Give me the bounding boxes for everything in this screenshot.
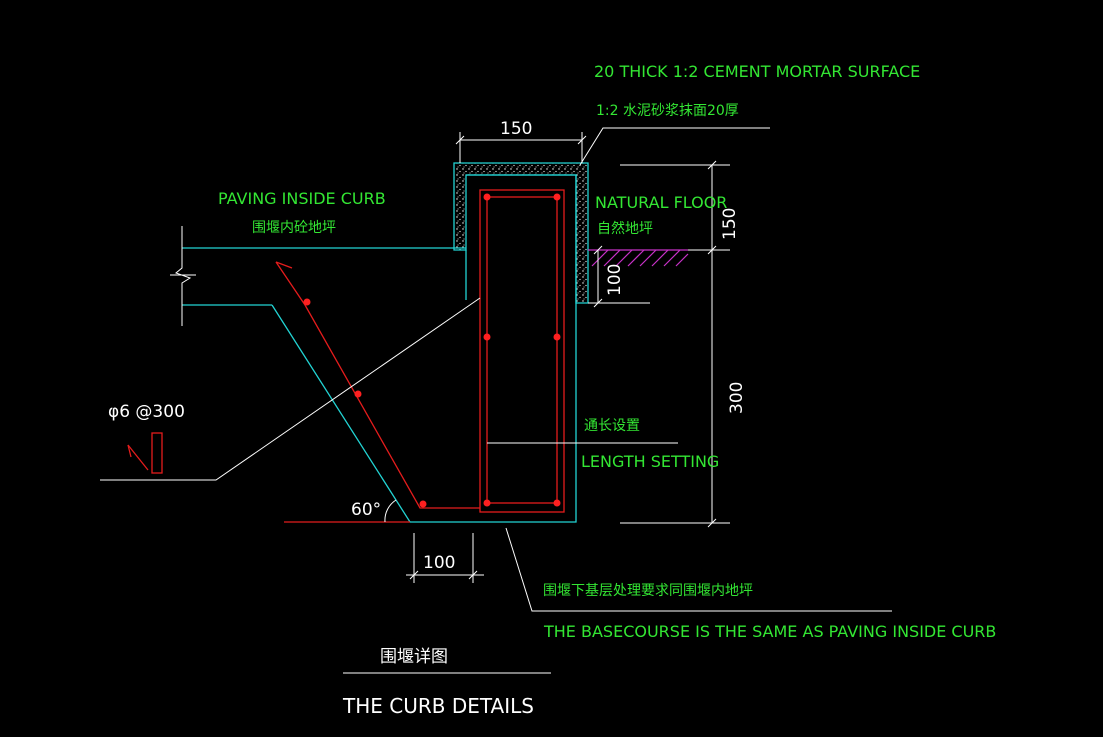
dimension-100-embed	[593, 245, 603, 308]
title-cn: 围堰详图	[380, 647, 448, 667]
dim-top-width: 150	[500, 119, 532, 139]
dimension-150-top	[455, 132, 587, 163]
length-label-en: LENGTH SETTING	[581, 452, 719, 471]
paving-slab	[182, 247, 577, 523]
angle-label: 60°	[351, 500, 381, 520]
basecourse-label-en: THE BASECOURSE IS THE SAME AS PAVING INS…	[543, 622, 996, 641]
dim-embed-depth: 100	[605, 264, 625, 296]
mortar-surface-layer	[453, 162, 589, 304]
mortar-label-cn: 1:2 水泥砂浆抹面20厚	[596, 103, 739, 119]
dimension-right-vertical	[620, 160, 730, 528]
length-label-cn: 通长设置	[584, 418, 640, 434]
paving-label-en: PAVING INSIDE CURB	[218, 189, 386, 208]
dimension-100-toe	[406, 533, 484, 583]
rebar-cage	[275, 189, 565, 513]
basecourse-label-cn: 围堰下基层处理要求同围堰内地坪	[543, 582, 753, 599]
mortar-label-en: 20 THICK 1:2 CEMENT MORTAR SURFACE	[594, 62, 920, 81]
dim-toe-width: 100	[423, 553, 455, 573]
natural-floor-label-en: NATURAL FLOOR	[595, 193, 727, 212]
break-line	[170, 226, 196, 326]
paving-label-cn: 围堰内砼地坪	[252, 220, 336, 236]
natural-floor-label-cn: 自然地坪	[597, 220, 653, 237]
rebar-spec-label: φ6 @300	[108, 402, 185, 422]
rebar-spec-symbol	[127, 432, 163, 474]
dim-right-lower: 300	[727, 382, 747, 414]
dim-right-upper: 150	[720, 208, 740, 240]
leader-lines	[100, 127, 892, 612]
title-en: THE CURB DETAILS	[342, 694, 534, 718]
angle-marker	[284, 499, 410, 523]
